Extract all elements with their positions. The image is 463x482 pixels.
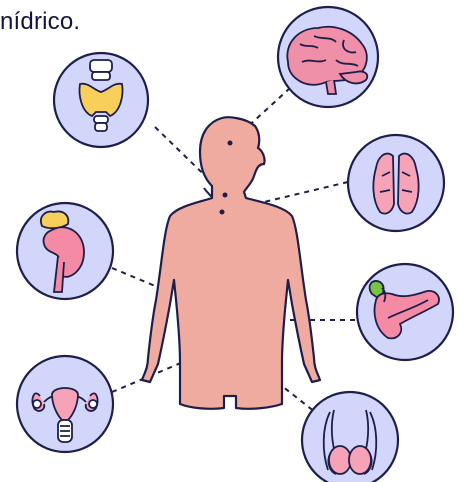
testes-node <box>302 392 398 482</box>
kidney-node <box>17 203 113 299</box>
thyroid-node <box>54 53 148 147</box>
brain-node <box>278 7 378 107</box>
thyroid-dot <box>223 193 228 198</box>
brain-dot <box>228 141 233 146</box>
neck-line <box>204 188 212 198</box>
lungs-dot <box>220 210 225 215</box>
lungs-node <box>348 135 444 231</box>
pancreas-node <box>357 264 453 360</box>
uterus-node <box>17 356 113 452</box>
body-silhouette <box>142 117 320 409</box>
